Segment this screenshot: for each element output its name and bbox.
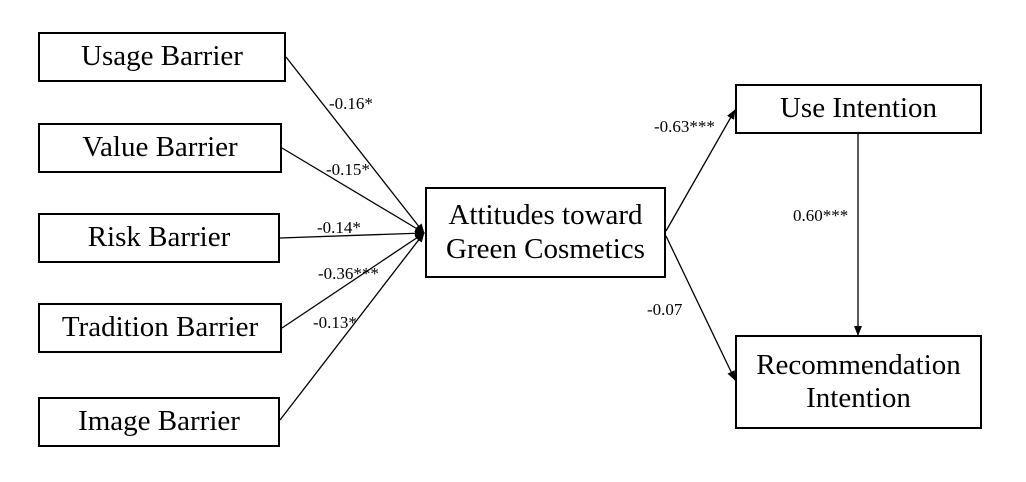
node-image-barrier: Image Barrier <box>38 397 280 447</box>
node-tradition-barrier: Tradition Barrier <box>38 303 282 353</box>
path-arrow-attitudes-use <box>665 109 736 232</box>
node-use-intention: Use Intention <box>735 84 982 134</box>
node-value-barrier: Value Barrier <box>38 123 282 173</box>
coefficient-attitudes-recommendation: -0.07 <box>647 300 683 319</box>
coefficient-image: -0.13* <box>313 313 357 332</box>
node-recommendation-intention: Recommendation Intention <box>735 335 982 429</box>
coefficient-usage: -0.16* <box>329 94 373 113</box>
path-arrow-risk <box>279 229 425 239</box>
node-attitudes-green-cosmetics: Attitudes toward Green Cosmetics <box>425 187 666 278</box>
path-arrow-usage <box>285 56 425 234</box>
node-usage-barrier: Usage Barrier <box>38 32 286 82</box>
path-arrow-tradition <box>281 232 425 329</box>
coefficient-use-recommendation: 0.60*** <box>793 206 849 225</box>
coefficient-risk: -0.14* <box>317 218 361 237</box>
node-risk-barrier: Risk Barrier <box>38 213 280 263</box>
path-arrow-image <box>279 232 425 421</box>
coefficient-attitudes-use: -0.63*** <box>654 117 715 136</box>
path-arrow-attitudes-recommendation <box>665 235 736 381</box>
coefficient-value: -0.15* <box>326 160 370 179</box>
coefficient-tradition: -0.36*** <box>318 264 379 283</box>
path-arrow-value <box>281 147 425 234</box>
